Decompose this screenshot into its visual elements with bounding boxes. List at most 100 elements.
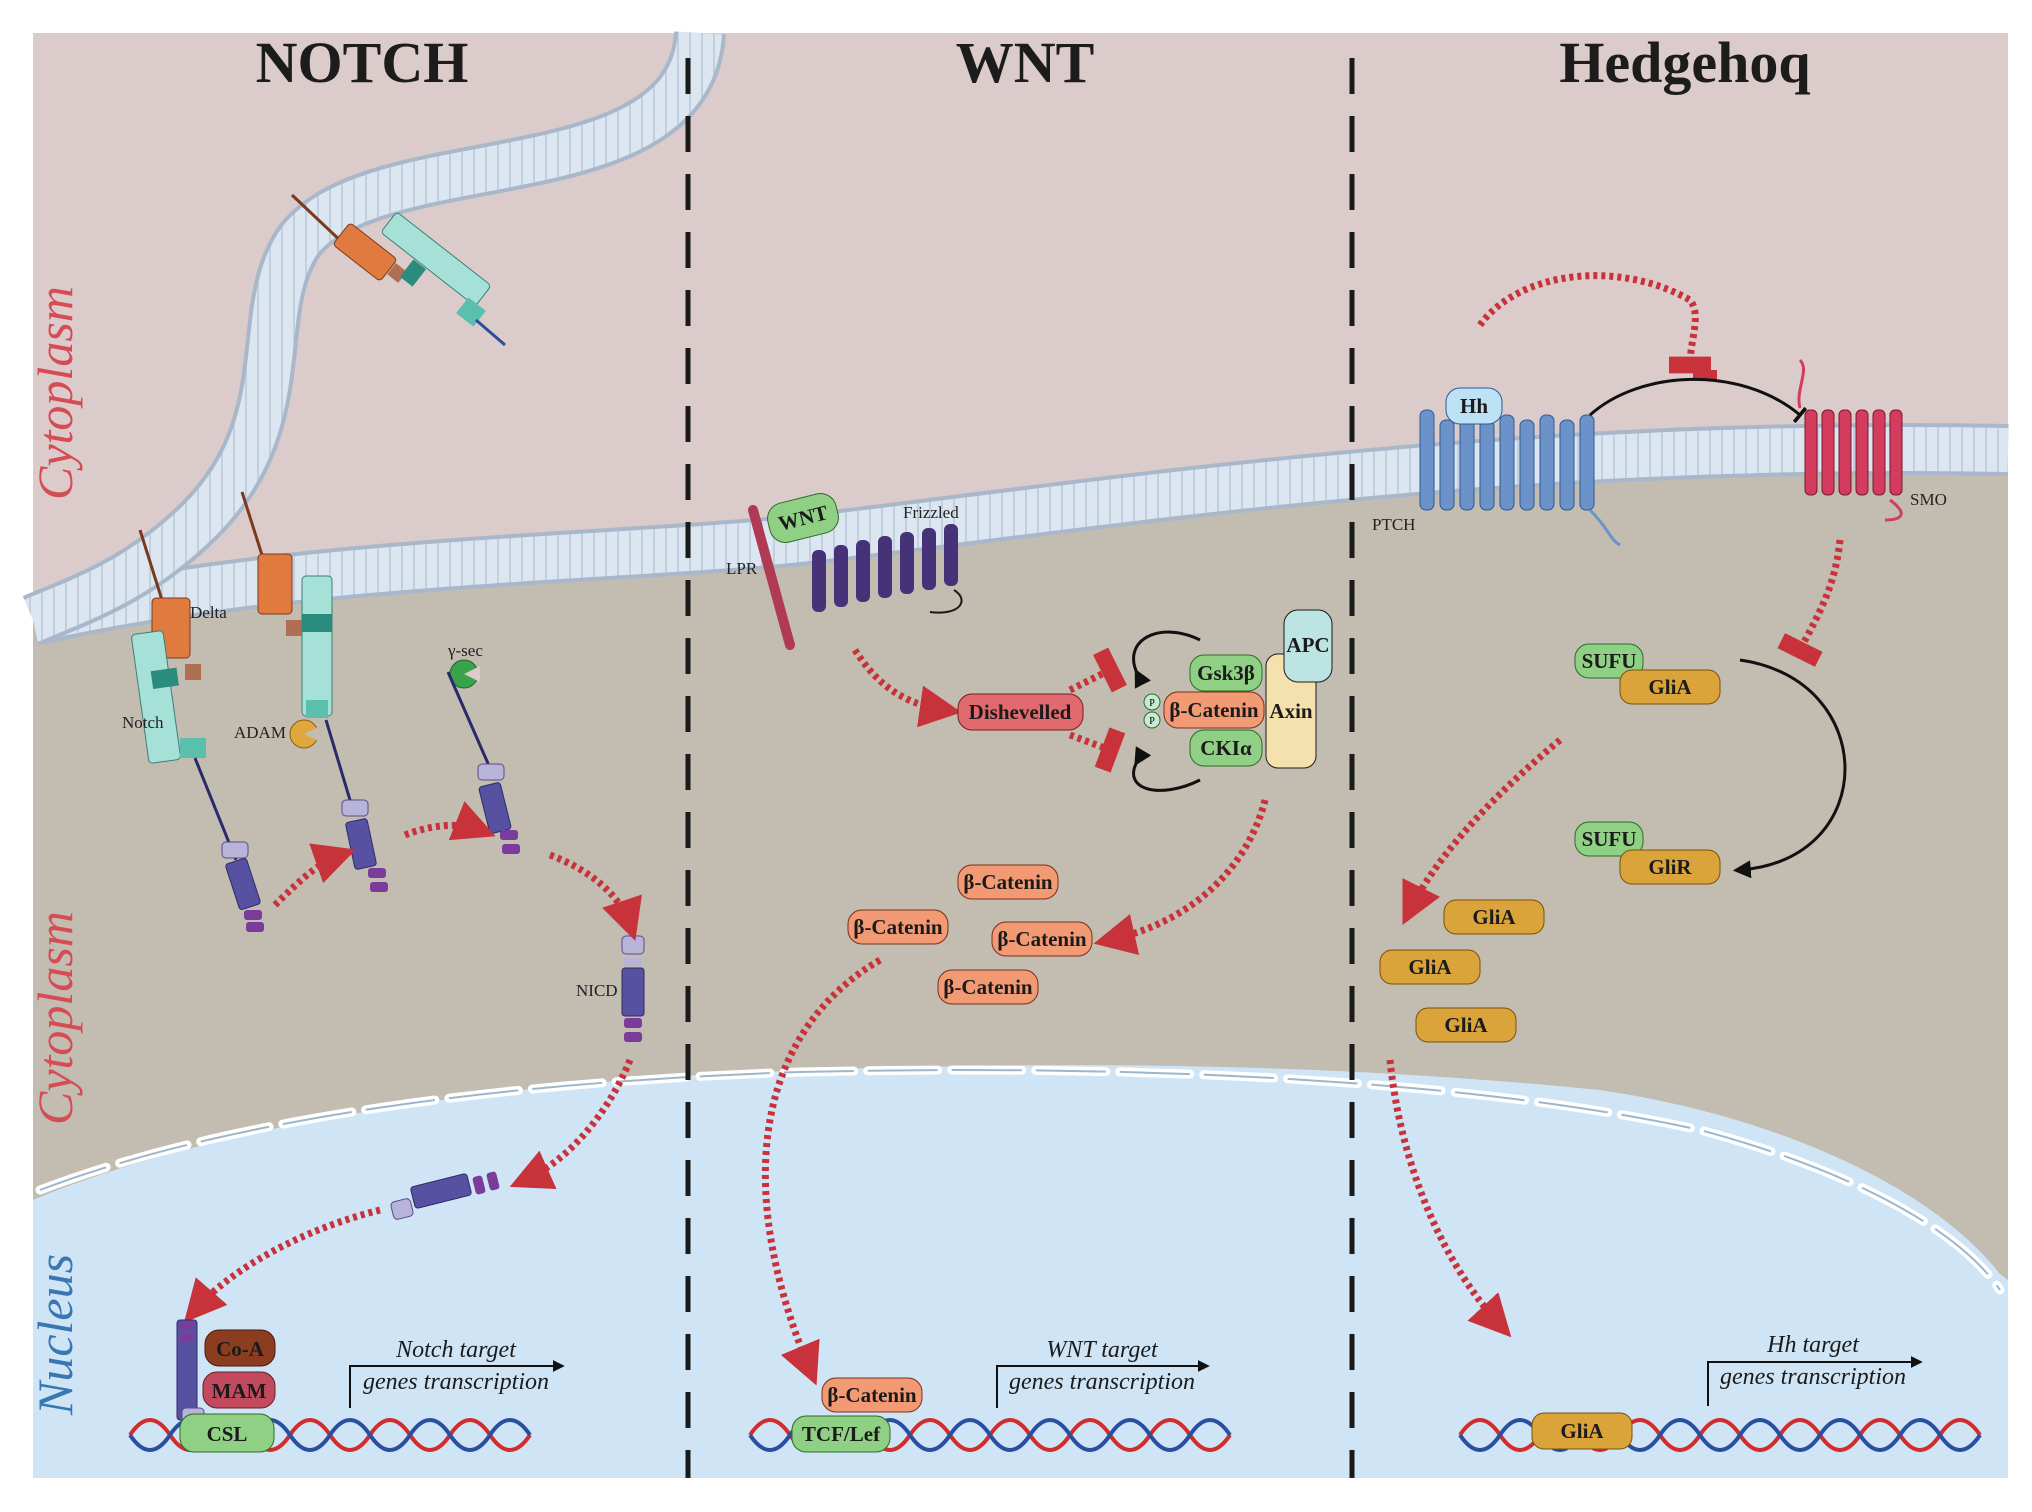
neighbor-membrane [24, 30, 722, 641]
nicd-label: NICD [576, 981, 618, 1000]
tcf-label: TCF/Lef [802, 1422, 881, 1446]
glia-free-1-label: GliA [1472, 905, 1516, 929]
phospho-2 [1143, 711, 1161, 729]
complex-loop-top [1132, 630, 1201, 689]
glia-free-2-box [1379, 949, 1481, 985]
glir-box [1619, 849, 1721, 885]
smo-label: SMO [1910, 490, 1947, 509]
glia-free-1-box [1443, 899, 1545, 935]
sufu-2-box [1574, 821, 1644, 857]
sufu-1-label: SUFU [1582, 649, 1637, 673]
wnt-target-line2: genes transcription [1009, 1369, 1195, 1395]
hh-target-line1: Hh target [1766, 1332, 1860, 1358]
bcat-nuc-label: β-Catenin [827, 1383, 917, 1407]
notch-arrow-2 [403, 801, 496, 841]
bcat-free-1-box [957, 864, 1059, 900]
csl-label: CSL [207, 1422, 248, 1446]
bcat-free-3-box [991, 921, 1093, 957]
notch-arrow-4 [509, 1058, 634, 1189]
glia-release-arrow [1402, 737, 1563, 926]
mam-box [202, 1371, 276, 1409]
notch-top-ligand-receptor [290, 193, 506, 347]
wnt-target-line1: WNT target [1046, 1337, 1159, 1363]
hh-target-line2: genes transcription [1720, 1364, 1906, 1390]
notch-target-line1: Notch target [395, 1337, 517, 1363]
glia-free-2-label: GliA [1408, 955, 1452, 979]
wnt-arrow-nucleus [761, 956, 882, 1386]
frizzled-receptor [812, 524, 963, 614]
glia-to-nucleus-arrow [1386, 1059, 1512, 1338]
complex-loop-bottom [1132, 746, 1201, 792]
gsk3b-box [1189, 654, 1263, 692]
cytoplasm-label-top: Cytoplasm [27, 286, 83, 500]
neighbor-cell-region [33, 33, 700, 620]
glir-label: GliR [1648, 855, 1692, 879]
glia-free-3-box [1415, 1007, 1517, 1043]
apc-box [1283, 609, 1333, 683]
nucleus-body [33, 1065, 2008, 1478]
notch-arrow-5 [183, 1206, 381, 1323]
wnt-transcription-arrow [996, 1360, 1210, 1408]
bcat-free-2-box [847, 909, 949, 945]
wnt-ligand-box [767, 493, 839, 543]
adam-protease [289, 719, 320, 749]
bcat-free-1-label: β-Catenin [963, 870, 1053, 894]
notch-receptor-1 [131, 630, 264, 932]
hh-label: Hh [1460, 394, 1488, 418]
glia-to-glir-arrow [1732, 658, 1847, 879]
tcf-box [791, 1415, 891, 1453]
ptch-inhibit-smo [1588, 377, 1808, 424]
nuclear-envelope-outline [39, 1069, 2001, 1291]
glia-nuc-box [1531, 1412, 1633, 1450]
smo-inhibit-complex [1777, 539, 1844, 667]
wnt-title: WNT [956, 30, 1095, 95]
smo-receptor [1797, 358, 1903, 522]
notch-arrow-3 [548, 851, 642, 941]
wnt-arrow-release [1093, 799, 1269, 956]
hh-box [1445, 387, 1503, 425]
hh-inhibit-bar [1693, 370, 1717, 380]
phospho-label-2: P [1149, 716, 1155, 727]
ptch-label: PTCH [1372, 515, 1415, 534]
notch-receptor-2 [301, 575, 388, 892]
dishevelled-box [957, 693, 1084, 731]
apc-label: APC [1286, 633, 1329, 657]
nucleus-label: Nucleus [27, 1254, 83, 1416]
ckia-label: CKIα [1200, 736, 1252, 760]
lpr-coreceptor [748, 505, 795, 650]
bcat-free-2-label: β-Catenin [853, 915, 943, 939]
bcat-complex-box [1163, 691, 1265, 729]
notch-arrow-1 [272, 843, 356, 908]
bcat-free-3-label: β-Catenin [997, 927, 1087, 951]
phospho-label-1: P [1149, 698, 1155, 709]
sufu-1-box [1574, 643, 1644, 679]
notch-transcription-arrow [349, 1360, 565, 1408]
notch-title: NOTCH [256, 30, 469, 95]
hedgehog-title: Hedgehoq [1559, 30, 1810, 95]
notch-label: Notch [122, 713, 164, 732]
dishevelled-inhibit-2 [1068, 727, 1126, 773]
mam-label: MAM [212, 1379, 267, 1403]
csl-box [179, 1413, 275, 1453]
gsk3b-label: Gsk3β [1197, 661, 1255, 685]
coa-label: Co-A [216, 1337, 265, 1361]
dishevelled-label: Dishevelled [969, 700, 1072, 724]
ckia-box [1189, 729, 1263, 767]
glia-free-3-label: GliA [1444, 1013, 1488, 1037]
bcat-free-4-box [937, 969, 1039, 1005]
bcat-free-4-label: β-Catenin [943, 975, 1033, 999]
glia-1-box [1619, 669, 1721, 705]
bcat-complex-label: β-Catenin [1169, 698, 1259, 722]
cytoplasm-label-bottom: Cytoplasm [27, 911, 83, 1125]
delta-label: Delta [190, 603, 227, 622]
axin-label: Axin [1269, 699, 1313, 723]
hh-transcription-arrow [1707, 1356, 1923, 1406]
frizzled-label: Frizzled [903, 503, 959, 522]
glia-nuc-label: GliA [1560, 1419, 1604, 1443]
bcat-nuc-box [821, 1377, 923, 1413]
nicd-nuclear [390, 1171, 500, 1220]
hh-inhibit-arc [1477, 272, 1712, 374]
lpr-label: LPR [726, 559, 758, 578]
